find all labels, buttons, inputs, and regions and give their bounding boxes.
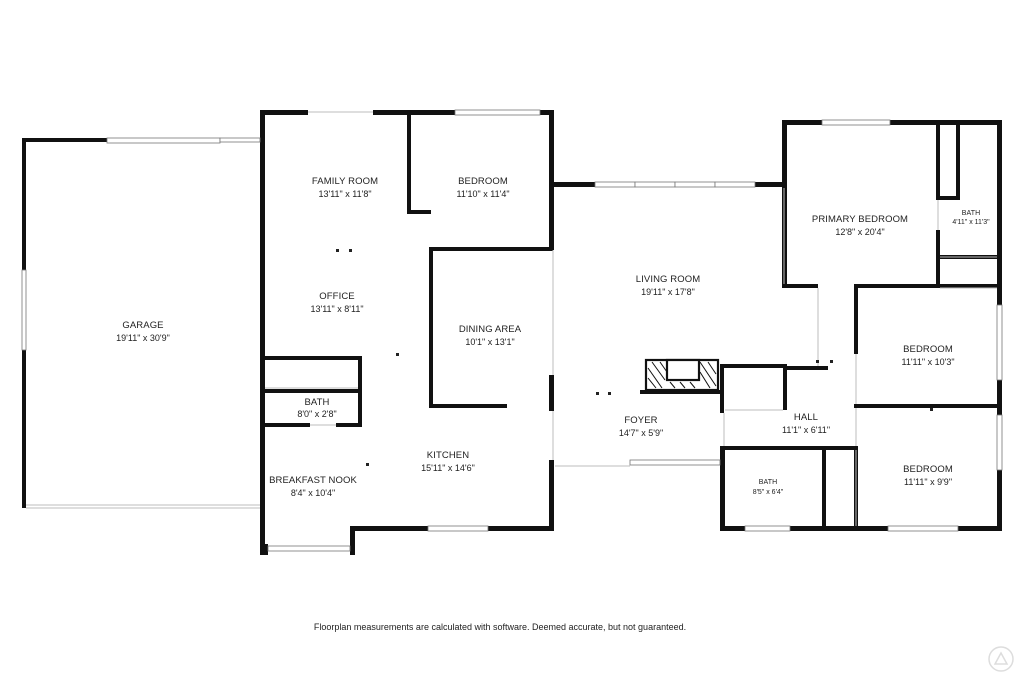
breakfast-nook-dim: 8'4" x 10'4" [291,488,335,498]
bath-hall-dim: 8'5" x 6'4" [753,489,784,496]
garage-dim: 19'11" x 30'9" [116,333,170,343]
bedroom-bottom-dim: 11'11" x 9'9" [904,477,952,487]
room-labels: GARAGE 19'11" x 30'9" FAMILY ROOM 13'11"… [116,176,990,498]
disclaimer-text: Floorplan measurements are calculated wi… [313,622,687,632]
primary-bedroom-name: PRIMARY BEDROOM [812,214,908,225]
kitchen-dim: 15'11" x 14'6" [421,463,475,473]
breakfast-nook-name: BREAKFAST NOOK [269,475,357,486]
bath-primary-dim: 4'11" x 11'3" [952,219,990,226]
bedroom-mid-name: BEDROOM [903,344,953,355]
primary-bedroom-dim: 12'8" x 20'4" [835,227,884,237]
bedroom-bottom-name: BEDROOM [903,464,953,475]
bedroom-top-name: BEDROOM [458,176,508,187]
family-room-dim: 13'11" x 11'8" [318,189,371,199]
openings [26,111,997,526]
dining-area-name: DINING AREA [459,324,522,335]
office-name: OFFICE [319,291,354,302]
bath-small-dim: 8'0" x 2'8" [297,409,336,419]
living-room-dim: 19'11" x 17'8" [641,287,695,297]
family-room-name: FAMILY ROOM [312,176,378,187]
bedroom-mid-dim: 11'11" x 10'3" [901,357,954,367]
office-dim: 13'11" x 8'11" [310,304,363,314]
garage-name: GARAGE [122,320,163,331]
dining-area-dim: 10'1" x 13'1" [465,337,514,347]
hall-name: HALL [794,412,818,423]
foyer-dim: 14'7" x 5'9" [619,428,663,438]
bedroom-top-dim: 11'10" x 11'4" [456,189,509,199]
hall-dim: 11'1" x 6'11" [782,425,830,435]
kitchen-name: KITCHEN [427,450,469,461]
bath-hall-name: BATH [759,479,778,486]
foyer-name: FOYER [624,415,657,426]
markers [336,249,933,466]
living-room-name: LIVING ROOM [636,274,700,285]
brand-logo-icon [988,646,1014,672]
bath-primary-name: BATH [962,210,981,217]
fireplace [644,358,720,392]
windows [21,109,1003,552]
bath-small-name: BATH [304,397,329,408]
